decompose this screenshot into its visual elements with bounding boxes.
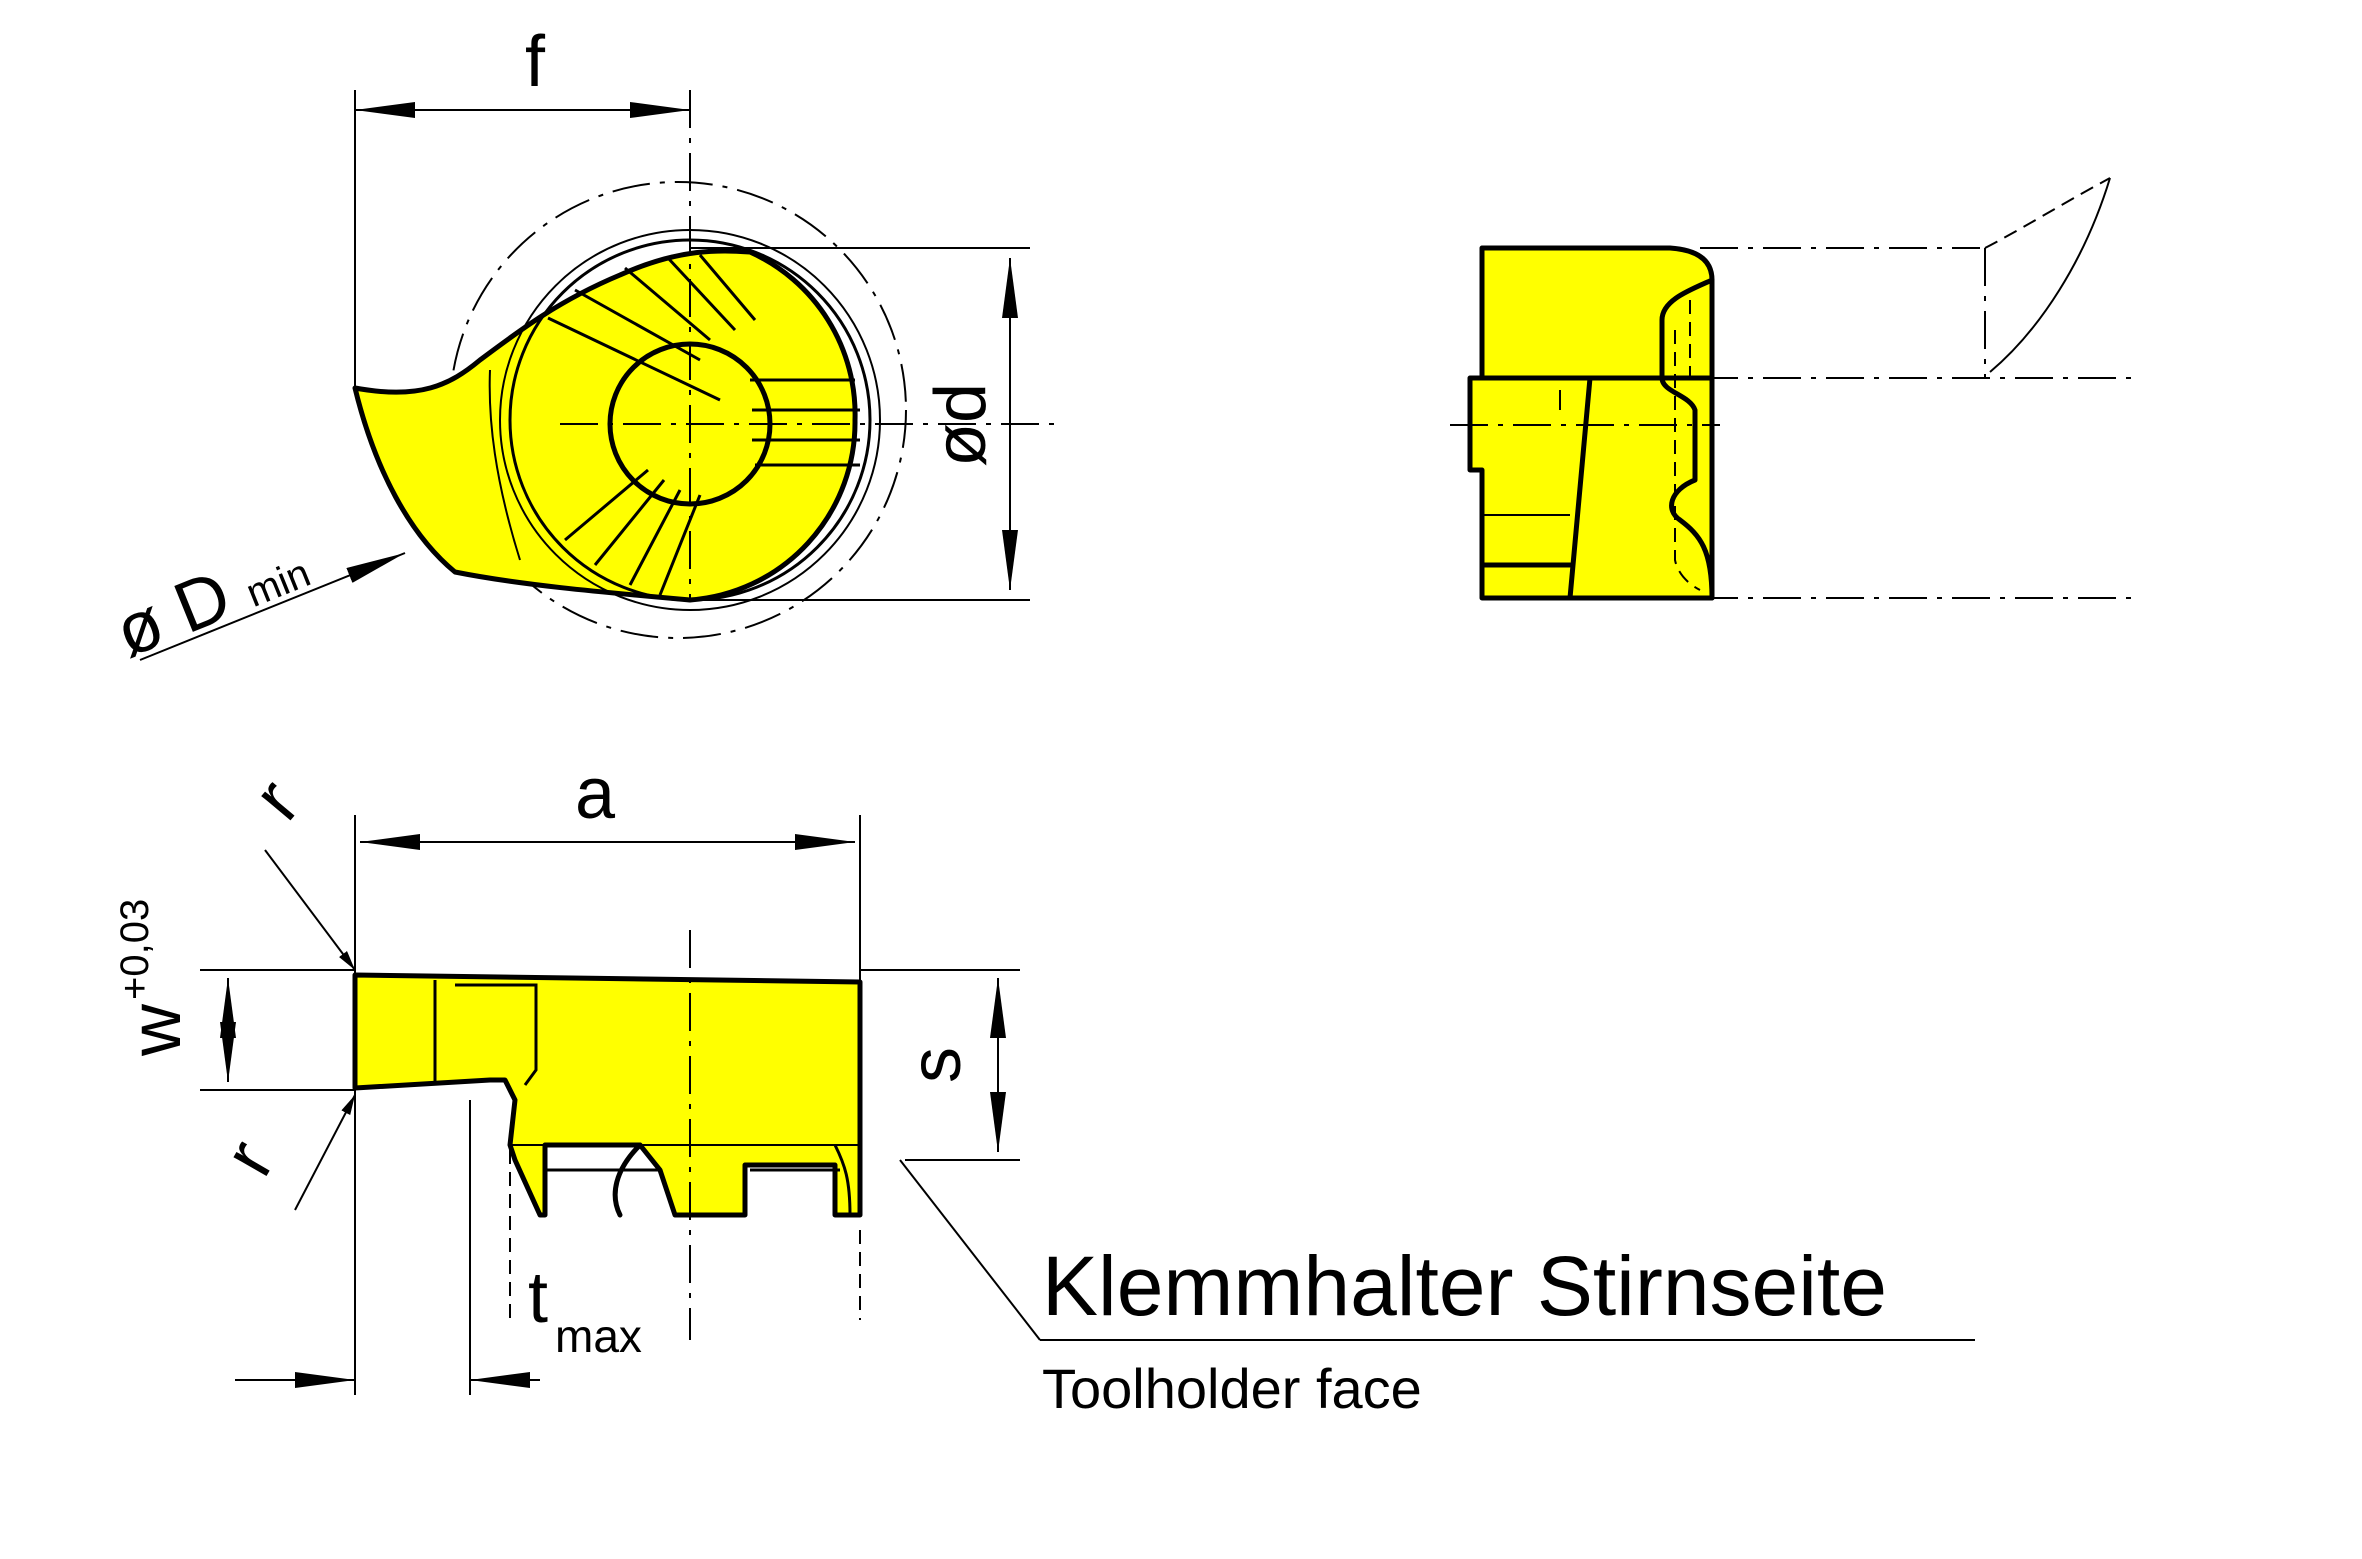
dim-label-dmin: ø D bbox=[104, 555, 242, 673]
dim-label-t-sub: max bbox=[555, 1310, 642, 1362]
callout-german: Klemmhalter Stirnseite bbox=[1042, 1239, 1887, 1333]
dim-label-w-sup: +0,03 bbox=[113, 899, 157, 1000]
dim-label-dmin-sub: min bbox=[240, 551, 316, 616]
bottom-insert-body bbox=[352, 972, 863, 1218]
dim-label-r-top: r bbox=[238, 765, 315, 835]
front-view: f ød ø D min bbox=[104, 22, 1060, 673]
dim-label-r-bottom: r bbox=[209, 1128, 290, 1189]
dim-label-w: w bbox=[116, 1003, 196, 1057]
front-insert-body bbox=[352, 248, 858, 603]
side-upper-block bbox=[1479, 245, 1715, 381]
side-view bbox=[1450, 177, 2140, 601]
dim-label-d: ød bbox=[921, 383, 1001, 467]
dim-label-f: f bbox=[525, 22, 546, 102]
bottom-view: a w +0,03 r r s t max Klemmhalter Stirns… bbox=[113, 754, 1975, 1420]
callout-english: Toolholder face bbox=[1042, 1357, 1422, 1420]
dim-label-a: a bbox=[575, 754, 616, 834]
dim-label-t: t bbox=[528, 1258, 548, 1338]
dim-label-s: s bbox=[896, 1047, 976, 1083]
